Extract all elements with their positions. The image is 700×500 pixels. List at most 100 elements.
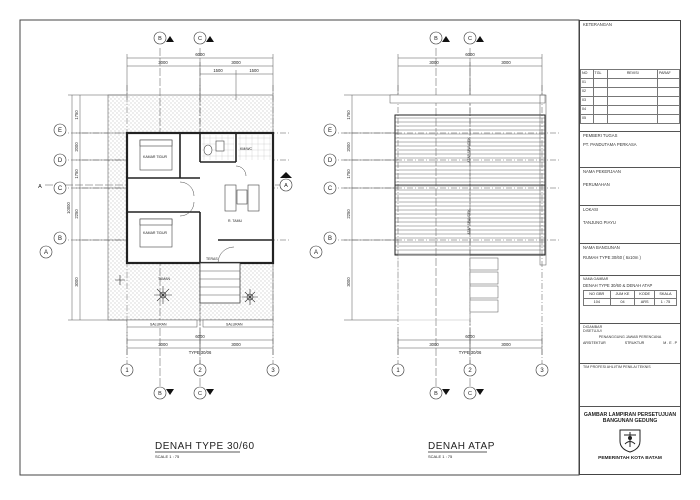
roof-axis-label-d: D	[328, 158, 333, 164]
room-label-garden: TAMAN	[158, 277, 170, 281]
dim-left-b: 2000	[74, 142, 79, 152]
tb-disiplin-ars: ARSITEKTUR	[583, 340, 606, 345]
floor-plan-left	[45, 48, 290, 390]
roof-axis-label-2: 2	[468, 368, 472, 374]
batam-emblem-icon	[619, 429, 641, 453]
tb-disiplin-str: STRUKTUR	[624, 340, 645, 345]
roof-dim-top-b: 3000	[501, 60, 511, 65]
dim-bottom-b: 3000	[231, 342, 241, 347]
tb-approval: GAMBAR LAMPIRAN PERSETUJUAN BANGUNAN GED…	[580, 406, 680, 476]
roof-dim-bottom-total: 6000	[465, 334, 475, 339]
section-mark-a-left: A	[38, 184, 42, 190]
section-mark-b-top: B	[158, 36, 162, 42]
dim-left-e: 3000	[74, 277, 79, 287]
axis-label-a: A	[44, 250, 48, 256]
tb-pemberi-value: PT. PANDUTAMA PERKASA	[583, 141, 637, 147]
rev-header-tgl: TGL	[592, 69, 609, 79]
tb-digambar: DIGAMBAR	[583, 325, 603, 329]
dim-top-total: 6000	[195, 52, 205, 57]
rev-row-3: 03	[580, 96, 594, 106]
code-value-no: 104	[583, 297, 611, 306]
room-label-bath: KM/WC	[240, 147, 253, 151]
rev-header-no: NO	[580, 69, 594, 79]
section-mark-a-right: A	[284, 183, 288, 189]
dim-top-a: 3000	[158, 60, 168, 65]
tb-lokasi: LOKASI TANJUNG PIAYU	[580, 205, 680, 243]
title-block: KETERANGAN NO TGL REVISI PARAF 01 02 03 …	[579, 20, 681, 475]
tb-approval-title: GAMBAR LAMPIRAN PERSETUJUAN BANGUNAN GED…	[583, 412, 677, 424]
roof-dim-bottom-a: 3000	[429, 342, 439, 347]
code-header-no: NO GBR	[583, 290, 611, 299]
tb-bangunan-value: RUMAH TYPE 30/60 ( 6x10m )	[583, 254, 641, 260]
plan-scale-right: SCALE 1 : 75	[428, 454, 453, 459]
roof-section-mark-c-top: C	[468, 36, 472, 42]
gutter-label-1: SALURAN	[150, 323, 167, 327]
gutter-label-2: SALURAN	[226, 323, 243, 327]
roof-dim-top-a: 3000	[429, 60, 439, 65]
tb-gambar-value: DENAH TYPE 30/60 & DENAH ATAP	[583, 282, 653, 288]
tb-signatures: DIGAMBAR DISETUJUI PENANGGUNG JAWAB PERE…	[580, 323, 680, 363]
tb-tim-label: TIM PROFESI AHLI/TIM PENILAI TEKNIS	[583, 365, 651, 369]
tb-pekerjaan-label: NAMA PEKERJAAN	[583, 169, 621, 174]
tb-lokasi-label: LOKASI	[583, 207, 599, 212]
tb-keterangan-label: KETERANGAN	[583, 22, 612, 27]
axis-label-3: 3	[271, 368, 275, 374]
roof-section-mark-b-top: B	[434, 36, 438, 42]
roof-axis-label-b: B	[328, 236, 332, 242]
code-header-skala: SKALA	[653, 290, 678, 299]
tb-pemberi-label: PEMBERI TUGAS	[583, 133, 618, 138]
rev-row-2: 02	[580, 87, 594, 97]
roof-plan	[330, 48, 560, 390]
roof-dim-bottom-b: 3000	[501, 342, 511, 347]
tb-bangunan-label: NAMA BANGUNAN	[583, 245, 620, 250]
tb-pekerjaan: NAMA PEKERJAAN PERUMAHAN	[580, 167, 680, 205]
roof-axis-label-3: 3	[540, 368, 544, 374]
roof-axis-label-e: E	[328, 128, 332, 134]
code-header-jum: JUM KE	[609, 290, 636, 299]
dim-top-c: 1500	[213, 68, 223, 73]
axis-label-c: C	[58, 186, 63, 192]
roof-dim-left-a: 1750	[346, 110, 351, 120]
room-label-terrace: TERAS	[206, 257, 218, 261]
roof-dim-left-e: 3000	[346, 277, 351, 287]
roof-dim-top-total: 6000	[465, 52, 475, 57]
tb-penanggung: PENANGGUNG JAWAB PERENCANA	[598, 334, 662, 339]
rev-header-paraf: PARAF	[656, 69, 681, 79]
axis-label-e: E	[58, 128, 62, 134]
axis-label-d: D	[58, 158, 63, 164]
axis-label-1: 1	[125, 368, 129, 374]
dim-top-d: 1500	[249, 68, 259, 73]
roof-axis-label-a: A	[314, 250, 318, 256]
tb-authority: PEMERINTAH KOTA BATAM	[598, 456, 662, 462]
axis-label-b: B	[58, 236, 62, 242]
tb-diperiksa: DISETUJUI	[583, 328, 602, 333]
axis-label-2: 2	[198, 368, 202, 374]
roof-dim-bottom-label: TYPE 30/06	[459, 350, 482, 355]
roof-section-mark-c-bottom: C	[468, 391, 472, 397]
tb-disiplin-mep: M . E . P	[663, 340, 677, 345]
rev-row-1: 01	[580, 78, 594, 88]
roof-dim-left-c: 1750	[346, 169, 351, 179]
tb-lokasi-value: TANJUNG PIAYU	[583, 219, 616, 225]
tb-tim: TIM PROFESI AHLI/TIM PENILAI TEKNIS	[580, 363, 680, 406]
roof-axis-label-1: 1	[396, 368, 400, 374]
rev-header-revisi: REVISI	[607, 69, 658, 79]
tb-pemberi: PEMBERI TUGAS PT. PANDUTAMA PERKASA	[580, 131, 680, 167]
code-header-kode: KODE	[634, 290, 655, 299]
rev-row-4: 04	[580, 105, 594, 115]
dim-left-c: 1750	[74, 169, 79, 179]
roof-section-mark-b-bottom: B	[434, 391, 438, 397]
code-value-kode: ARS	[634, 297, 655, 306]
dim-top-b: 3000	[231, 60, 241, 65]
roof-axis-label-c: C	[328, 186, 333, 192]
tb-keterangan: KETERANGAN NO TGL REVISI PARAF 01 02 03 …	[580, 21, 681, 131]
drawing-code-table: NO GBR JUM KE KODE SKALA 104 04 ARS 1 : …	[583, 290, 678, 306]
roof-label-1: ATAP SPANDEK	[467, 137, 471, 163]
room-label-living: R. TAMU	[228, 219, 243, 223]
revision-table: NO TGL REVISI PARAF 01 02 03 04 05	[580, 69, 681, 124]
tb-bangunan: NAMA BANGUNAN RUMAH TYPE 30/60 ( 6x10m )	[580, 243, 680, 275]
dim-bottom-total: 6000	[195, 334, 205, 339]
code-value-jum: 04	[609, 297, 636, 306]
